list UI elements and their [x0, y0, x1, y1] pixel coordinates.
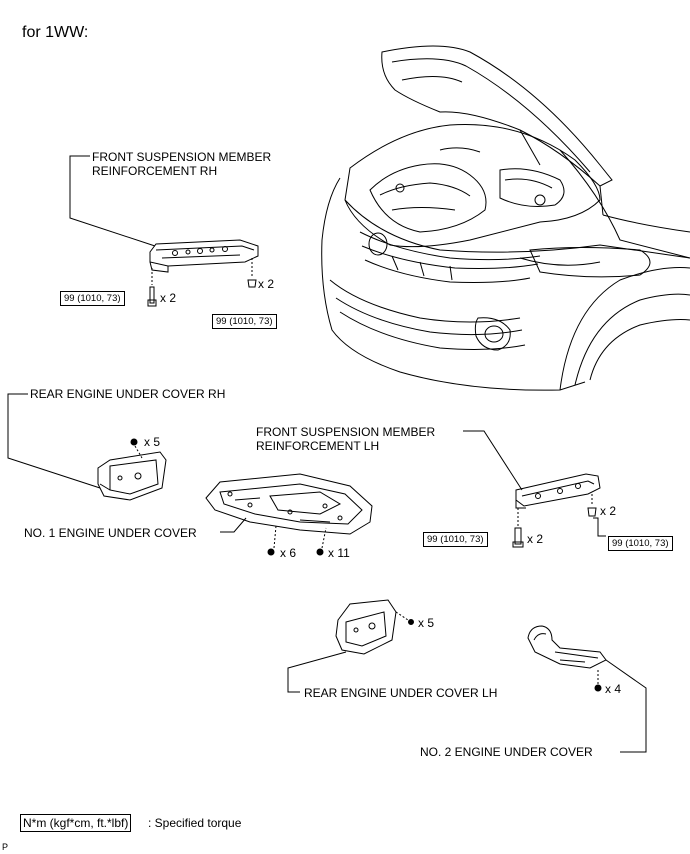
torque-box-rh-screw: 99 (1010, 73): [212, 314, 277, 329]
torque-box-lh-screw: 99 (1010, 73): [608, 536, 673, 551]
label-front-suspension-rh-line2: REINFORCEMENT RH: [92, 164, 218, 178]
qty-no2: x 4: [605, 682, 622, 696]
rear-lh-screw-icon: [408, 619, 414, 625]
front-suspension-member-reinforcement-rh-part: [149, 239, 259, 273]
label-front-suspension-lh-line1: FRONT SUSPENSION MEMBER: [256, 425, 436, 439]
torque-box-rh-bolt: 99 (1010, 73): [60, 291, 125, 306]
label-front-suspension-rh-line1: FRONT SUSPENSION MEMBER: [92, 150, 272, 164]
qty-lh-bolt: x 2: [527, 532, 544, 546]
label-rear-engine-under-cover-lh: REAR ENGINE UNDER COVER LH: [304, 686, 498, 700]
label-front-suspension-rh: FRONT SUSPENSION MEMBER REINFORCEMENT RH: [92, 150, 271, 178]
rear-rh-screw-icon: [130, 438, 138, 446]
qty-rh-bolt: x 2: [160, 291, 177, 305]
label-rear-engine-under-cover-rh: REAR ENGINE UNDER COVER RH: [30, 387, 226, 401]
legend-torque-unit: N*m (kgf*cm, ft.*lbf): [20, 814, 132, 832]
qty-lh-screw: x 2: [600, 504, 617, 518]
no2-engine-under-cover-part: [527, 625, 607, 669]
legend-description: : Specified torque: [148, 816, 242, 830]
no1-screw-a-icon: [267, 548, 275, 556]
no2-screw-icon: [594, 684, 602, 692]
torque-box-lh-bolt: 99 (1010, 73): [423, 532, 488, 547]
qty-rear-rh: x 5: [144, 435, 161, 449]
qty-rear-lh: x 5: [418, 616, 435, 630]
no1-engine-under-cover-part: [205, 473, 373, 535]
qty-no1-b: x 11: [328, 546, 350, 560]
corner-mark: P: [2, 842, 9, 852]
label-front-suspension-lh: FRONT SUSPENSION MEMBER REINFORCEMENT LH: [256, 425, 435, 453]
no1-screw-b-icon: [316, 548, 324, 556]
vehicle-front-illustration: [321, 45, 690, 391]
label-front-suspension-lh-line2: REINFORCEMENT LH: [256, 439, 380, 453]
label-no2-engine-under-cover: NO. 2 ENGINE UNDER COVER: [420, 745, 593, 759]
label-no1-engine-under-cover: NO. 1 ENGINE UNDER COVER: [24, 526, 197, 540]
rear-engine-under-cover-lh-part: [335, 599, 397, 655]
qty-rh-screw: x 2: [258, 277, 275, 291]
front-suspension-member-reinforcement-lh-part: [515, 473, 601, 509]
qty-no1-a: x 6: [280, 546, 297, 560]
rear-engine-under-cover-rh-part: [97, 451, 167, 501]
page-title: for 1WW:: [22, 24, 89, 41]
